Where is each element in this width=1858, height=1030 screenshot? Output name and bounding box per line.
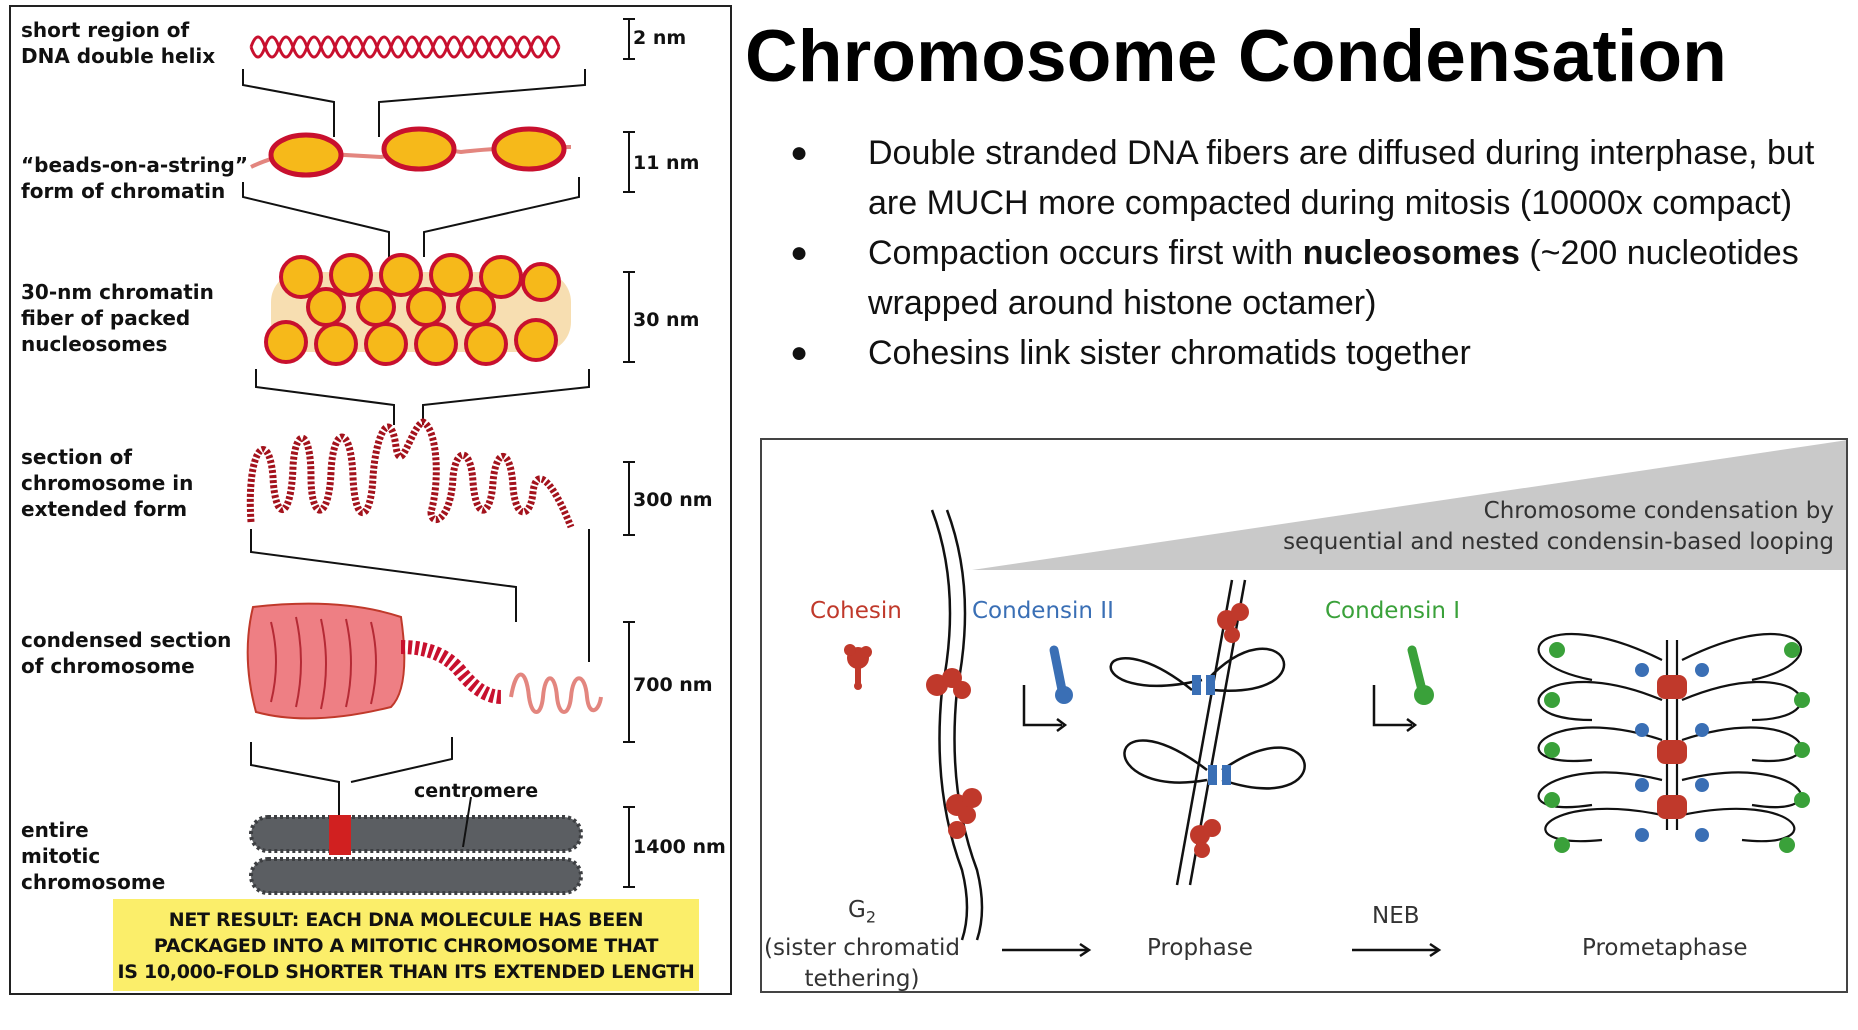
bullet-dot: ● (790, 136, 809, 169)
condensin-i-label: Condensin I (1325, 598, 1461, 624)
g2-label: G2 (sister chromatid tethering) (762, 895, 962, 992)
g2-text: G (847, 897, 866, 923)
scale-label-2nm: 2 nm (633, 27, 687, 49)
stage-label-condensed: condensed section of chromosome (21, 628, 232, 678)
net-result-line: IS 10,000-FOLD SHORTER THAN ITS EXTENDED… (117, 961, 695, 983)
bullet-bold-term: nucleosomes (1302, 234, 1520, 272)
extended-chromosome-loops (246, 418, 575, 529)
stage-label-beads: “beads-on-a-string” form of chromatin (21, 153, 249, 203)
condensin-ii-label: Condensin II (972, 598, 1114, 624)
prometaphase-label: Prometaphase (1582, 935, 1748, 961)
dna-double-helix (249, 35, 561, 59)
condensation-caption: Chromosome condensation by sequential an… (1283, 496, 1834, 558)
net-result-line: NET RESULT: EACH DNA MOLECULE HAS BEEN (168, 909, 644, 931)
scale-label-1400nm: 1400 nm (633, 836, 726, 858)
prophase-label: Prophase (1147, 935, 1253, 961)
bullet-item: ● Compaction occurs first with nucleosom… (790, 228, 1850, 328)
bullet-text: Cohesins link sister chromatids together (868, 334, 1471, 372)
page-title: Chromosome Condensation (745, 16, 1728, 97)
bullet-dot: ● (790, 336, 809, 369)
scale-label-700nm: 700 nm (633, 674, 713, 696)
prophase-cohesin (1190, 603, 1249, 858)
prometaphase-condensin-ii (1635, 663, 1709, 842)
neb-label: NEB (1372, 903, 1420, 929)
net-result-line: PACKAGED INTO A MITOTIC CHROMOSOME THAT (153, 935, 659, 957)
bullet-item: ● Cohesins link sister chromatids togeth… (790, 328, 1850, 378)
net-result-box: NET RESULT: EACH DNA MOLECULE HAS BEEN P… (113, 899, 699, 991)
bullet-text: Double stranded DNA fibers are diffused … (868, 134, 1815, 222)
caption-line: Chromosome condensation by (1483, 498, 1834, 524)
stage-label-mitotic: entire mitotic chromosome (21, 818, 166, 894)
bullet-list: ● Double stranded DNA fibers are diffuse… (790, 128, 1850, 378)
stage-label-dna-helix: short region of DNA double helix (21, 18, 216, 68)
centromere-label: centromere (414, 780, 539, 802)
cohesin-label: Cohesin (810, 598, 902, 624)
condensin-i-icon (1407, 645, 1434, 705)
prometaphase-chromosome (1537, 632, 1803, 843)
bullet-text: Compaction occurs first with (868, 234, 1303, 272)
chromatin-packing-figure: short region of DNA double helix “beads-… (9, 5, 732, 995)
prophase-condensin-ii (1192, 675, 1231, 785)
condensin-ii-icon (1049, 645, 1073, 704)
beads-on-string (250, 126, 572, 178)
stage-label-30nm-fiber: 30-nm chromatin fiber of packed nucleoso… (21, 280, 214, 356)
scale-label-300nm: 300 nm (633, 489, 713, 511)
g2-subscript: 2 (865, 907, 876, 927)
g2-sister-chromatids (930, 509, 984, 941)
scale-bars (623, 18, 635, 888)
condensin-illustration (844, 440, 1846, 958)
bent-arrow-icon (1372, 685, 1412, 727)
prometaphase-condensin-i (1544, 642, 1810, 853)
scale-label-30nm: 30 nm (633, 309, 700, 331)
g2-line: (sister chromatid (763, 934, 961, 961)
condensin-looping-figure: Chromosome condensation by sequential an… (760, 438, 1848, 993)
stage-label-extended: section of chromosome in extended form (21, 445, 194, 521)
g2-line: G2 (762, 895, 962, 933)
chromatin-fiber-30nm (264, 253, 571, 366)
bullet-dot: ● (790, 236, 809, 269)
bent-arrow-icon (1022, 685, 1062, 727)
packing-illustration (242, 18, 635, 895)
bullet-text: (~200 nucleotides wrapped around histone… (868, 234, 1799, 322)
caption-line: sequential and nested condensin-based lo… (1283, 529, 1834, 555)
mitotic-chromosome (249, 796, 583, 895)
prometaphase-cohesin (1657, 675, 1687, 819)
bullet-item: ● Double stranded DNA fibers are diffuse… (790, 128, 1850, 228)
condensed-chromosome-section (246, 602, 603, 720)
cohesin-ring (926, 668, 982, 839)
scale-label-11nm: 11 nm (633, 152, 700, 174)
g2-line: tethering) (804, 965, 920, 992)
cohesin-icon (844, 644, 872, 690)
